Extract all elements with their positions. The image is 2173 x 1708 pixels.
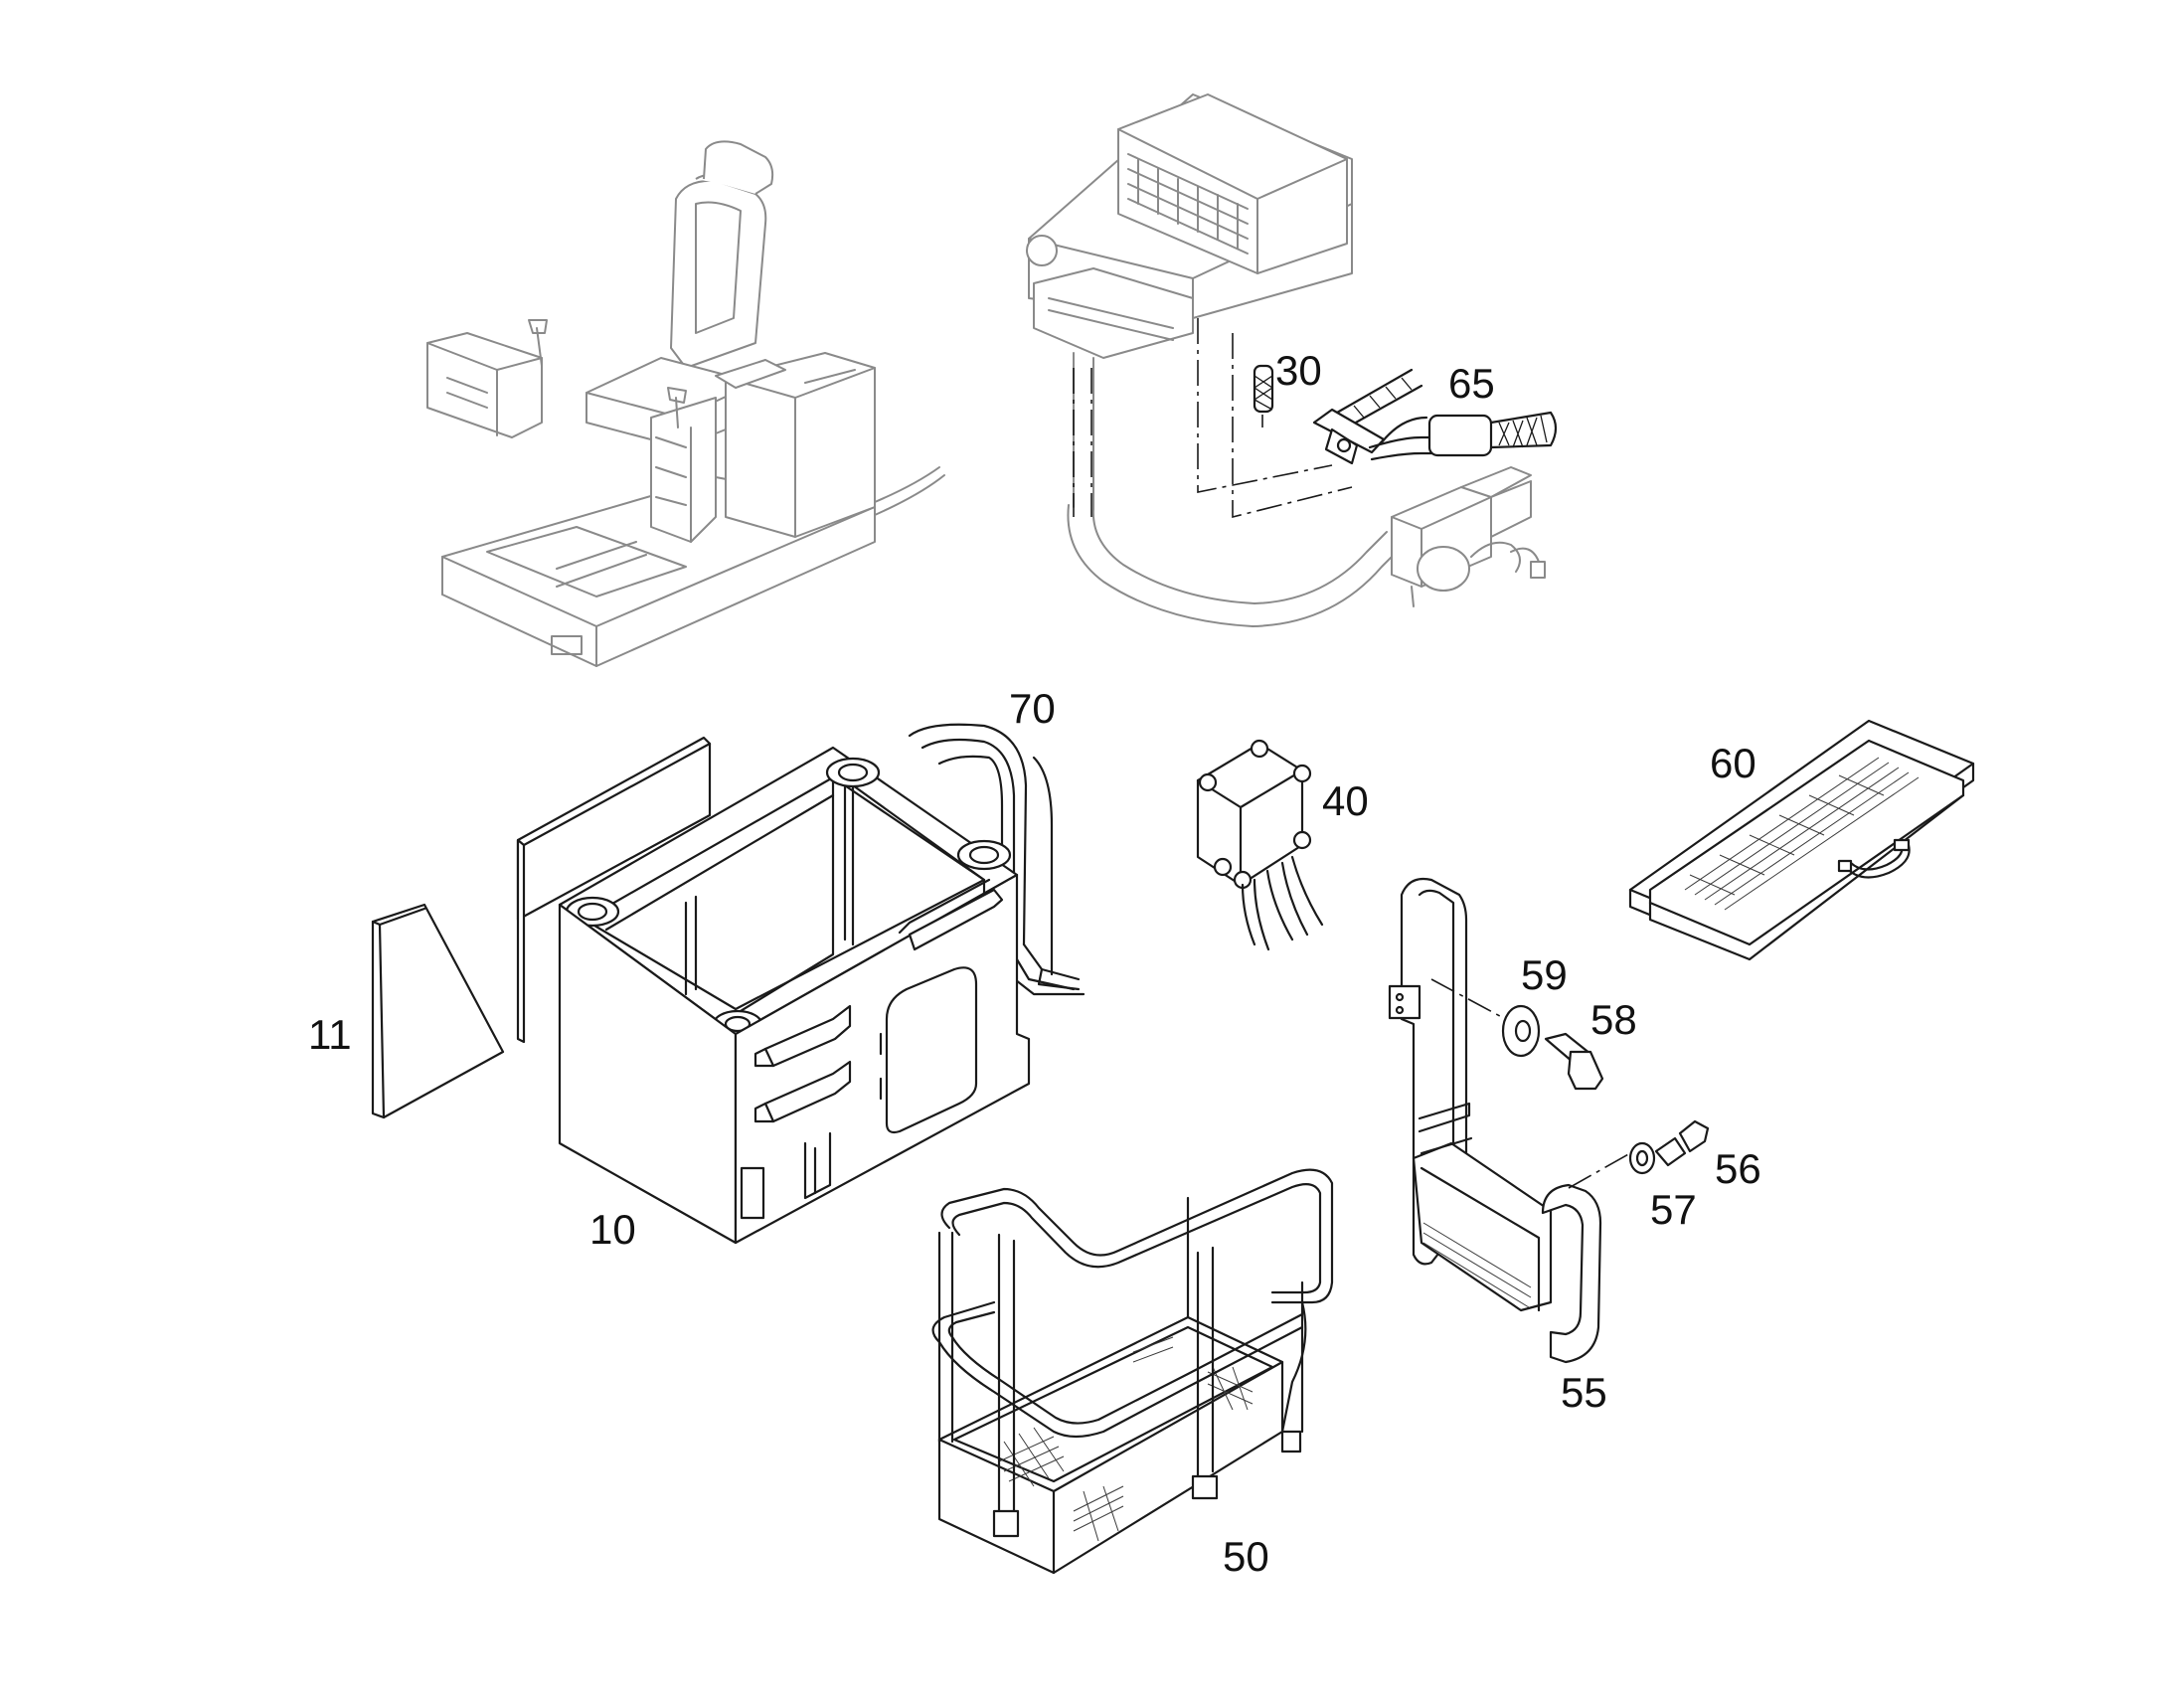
part-70-wiring-harness [908, 723, 1086, 996]
part-65-hose-assembly [1312, 368, 1558, 465]
part-10-cab-frame [558, 746, 1031, 1245]
callout-56: 56 [1715, 1145, 1761, 1192]
callout-70: 70 [1009, 685, 1056, 732]
callout-58: 58 [1590, 996, 1637, 1043]
operator-seat-console-illustration [426, 140, 945, 667]
hvac-unit-illustration [1026, 93, 1546, 627]
part-55-ladder [1388, 877, 1602, 1364]
part-30-filter [1253, 364, 1274, 414]
callout-65: 65 [1448, 360, 1495, 407]
callout-57: 57 [1650, 1186, 1697, 1233]
part-40-control-box [1196, 739, 1324, 951]
part-60-grating-tray [1628, 719, 1975, 961]
callout-40: 40 [1322, 777, 1369, 824]
callout-60: 60 [1710, 740, 1756, 786]
callout-10: 10 [589, 1206, 636, 1253]
part-57-washer [1628, 1141, 1656, 1175]
callout-30: 30 [1275, 347, 1322, 394]
part-50-platform-railing [931, 1168, 1334, 1575]
part-11-side-panel [371, 903, 505, 1119]
fasteners [1430, 978, 1710, 1189]
part-58-bolt [1544, 1032, 1604, 1091]
callout-59: 59 [1521, 951, 1568, 998]
callout-11: 11 [308, 1011, 352, 1058]
callout-50: 50 [1223, 1533, 1269, 1580]
part-56-bolt [1654, 1119, 1710, 1167]
rear-panel-sheet [516, 736, 712, 1044]
part-59-washer [1501, 1004, 1541, 1058]
callout-55: 55 [1561, 1369, 1607, 1416]
